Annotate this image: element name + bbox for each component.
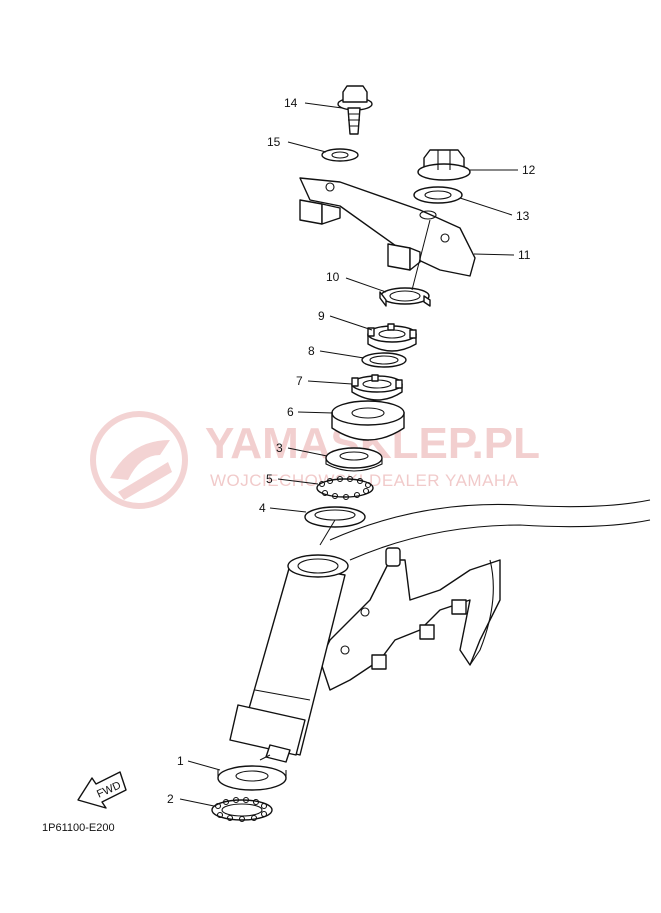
part-5-bearing [316, 475, 374, 501]
forward-direction-arrow-icon: FWD [77, 771, 127, 809]
watermark-logo-icon [90, 411, 188, 509]
callout-6: 6 [287, 405, 294, 419]
callout-11: 11 [518, 248, 531, 262]
part-13-washer [413, 186, 463, 204]
callout-3: 3 [276, 441, 283, 455]
callout-7: 7 [296, 374, 303, 388]
part-9-ring-nut [367, 323, 417, 352]
callout-1: 1 [177, 754, 184, 768]
callout-13: 13 [516, 209, 530, 223]
part-15-washer [321, 148, 359, 162]
callout-15: 15 [267, 135, 281, 149]
callouts: 14 15 12 13 11 10 9 8 7 6 3 5 4 1 2 [167, 96, 536, 807]
callout-8: 8 [308, 344, 315, 358]
part-2-bearing [211, 796, 273, 823]
callout-10: 10 [326, 270, 340, 284]
part-12-nut [417, 149, 471, 181]
frame-part [319, 499, 651, 691]
diagram-code: 1P61100-E200 [42, 822, 115, 834]
watermark: YAMASKLEP.PL WOJCIECHOWSKI DEALER YAMAHA [90, 411, 540, 509]
callout-9: 9 [318, 309, 325, 323]
part-10-lock-washer [379, 287, 431, 307]
part-14-bolt [337, 85, 373, 135]
callout-2: 2 [167, 792, 174, 806]
callout-5: 5 [266, 472, 273, 486]
part-6-seal [331, 400, 405, 441]
steering-head-pipe-part [229, 554, 349, 763]
part-8-washer [361, 352, 407, 368]
part-4-race [304, 506, 366, 528]
part-1-race [217, 765, 287, 791]
callout-14: 14 [284, 96, 298, 110]
part-7-ring-nut [351, 374, 403, 401]
watermark-tagline: WOJCIECHOWSKI DEALER YAMAHA [210, 471, 519, 490]
callout-4: 4 [259, 501, 266, 515]
part-11-upper-bracket [299, 177, 476, 277]
part-3-race [325, 447, 383, 472]
callout-12: 12 [522, 163, 536, 177]
